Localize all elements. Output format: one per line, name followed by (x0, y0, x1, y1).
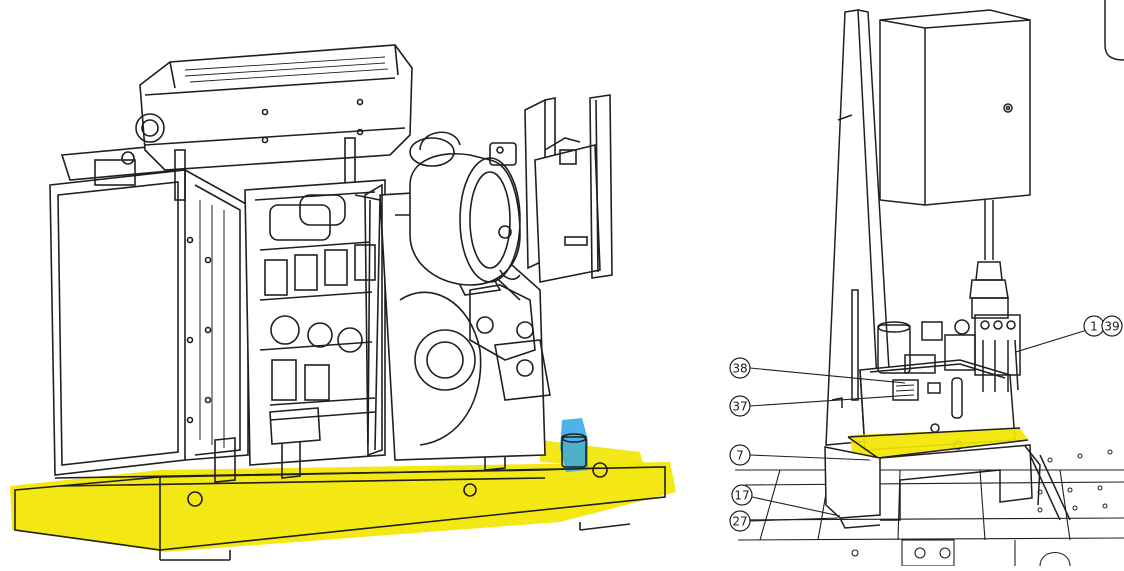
callout-37: 37 (729, 395, 751, 417)
filter-highlight (560, 418, 588, 472)
engine-control-box (489, 94, 613, 283)
callout-37-label: 37 (732, 400, 747, 414)
callout-17: 17 (731, 484, 753, 506)
callouts: 1 39 38 37 7 17 27 (729, 315, 1123, 532)
callout-7: 7 (729, 444, 751, 466)
callout-39: 39 (1101, 315, 1123, 337)
callout-27: 27 (729, 510, 751, 532)
callout-17-label: 17 (734, 489, 749, 503)
callout-38-label: 38 (732, 362, 747, 376)
engine-block (244, 179, 386, 466)
callout-38: 38 (729, 357, 751, 379)
floor-plate (734, 449, 1124, 567)
callout-1: 1 (1083, 315, 1105, 337)
electrical-cabinet (879, 0, 1124, 206)
valve-mast (969, 200, 1009, 319)
callout-1-label: 1 (1090, 320, 1098, 334)
generator-set-view (10, 44, 676, 561)
stand-base (824, 444, 1071, 529)
callout-27-label: 27 (732, 515, 747, 529)
radiator (49, 144, 249, 476)
callout-39-label: 39 (1104, 320, 1119, 334)
muffler (135, 44, 413, 201)
control-panel-view (734, 0, 1124, 567)
callout-7-label: 7 (736, 449, 744, 463)
air-filter (409, 131, 521, 286)
mounting-plate-highlight (847, 427, 1029, 459)
